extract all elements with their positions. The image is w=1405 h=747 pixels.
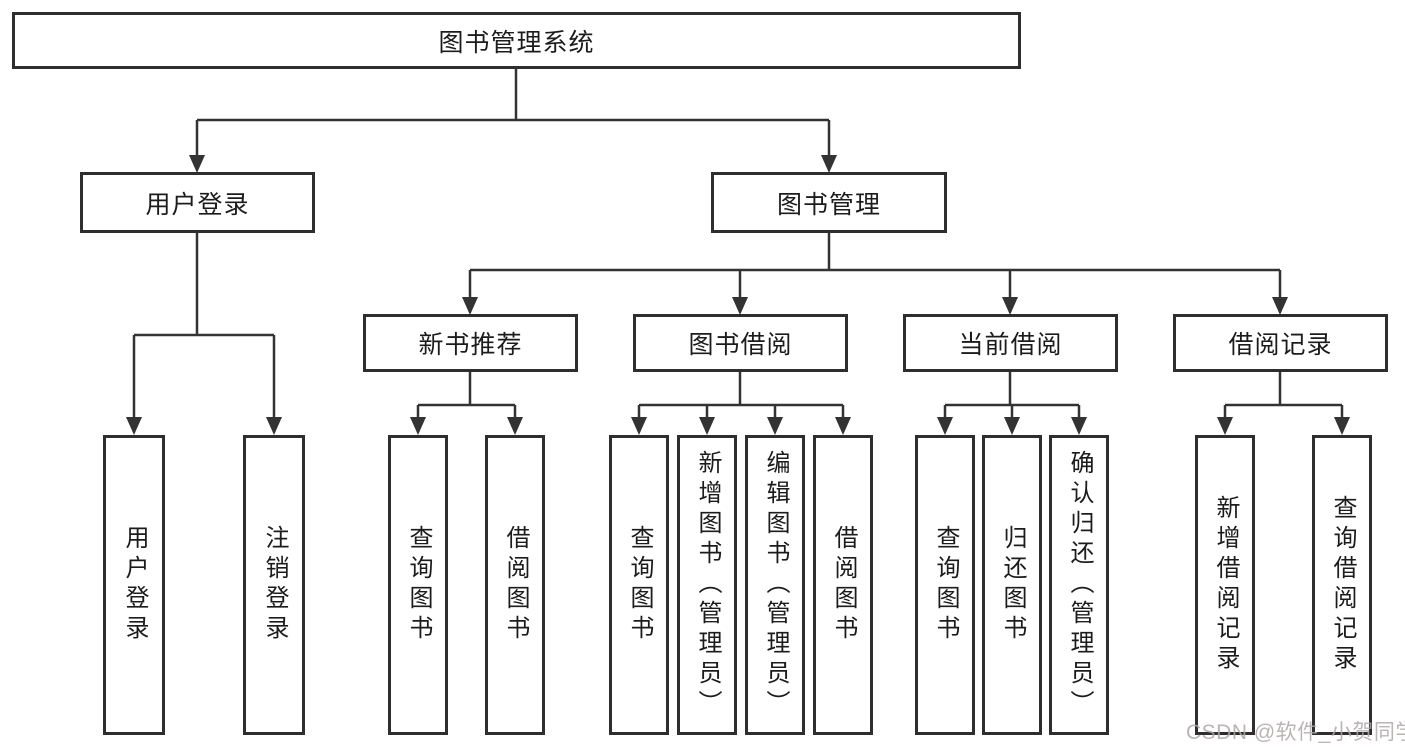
arrowhead	[732, 297, 748, 315]
node-leaf-cb-confirm-return-admin: 确认归还（管理员）	[1049, 435, 1109, 735]
arrowhead	[266, 417, 282, 435]
arrowhead	[410, 417, 426, 435]
node-leaf-rec-query-books: 查询图书	[388, 435, 448, 735]
arrowhead	[1334, 417, 1350, 435]
arrowhead	[631, 417, 647, 435]
arrowhead	[1004, 417, 1020, 435]
node-leaf-rec-borrow-books: 借阅图书	[485, 435, 545, 735]
node-book-management: 图书管理	[711, 172, 947, 233]
arrowhead	[126, 417, 142, 435]
node-leaf-br-query-record: 查询借阅记录	[1312, 435, 1372, 735]
node-leaf-bb-query-books: 查询图书	[609, 435, 669, 735]
node-root-library-system: 图书管理系统	[12, 12, 1021, 69]
connector-bookborrow-to-leaves	[637, 372, 845, 418]
node-leaf-bb-borrow-books: 借阅图书	[813, 435, 873, 735]
connector-userlogin-to-leaves	[132, 233, 276, 418]
node-borrowing-records: 借阅记录	[1173, 314, 1388, 372]
node-current-borrowing: 当前借阅	[903, 314, 1118, 372]
arrowhead	[835, 417, 851, 435]
node-leaf-logout: 注销登录	[243, 435, 305, 735]
connector-currentborrow-to-leaves	[943, 372, 1081, 418]
arrowhead	[699, 417, 715, 435]
arrowhead	[821, 155, 837, 173]
arrowhead	[1002, 297, 1018, 315]
connector-borrowrecords-to-leaves	[1223, 372, 1344, 418]
connector-newbookrec-to-leaves	[416, 372, 517, 418]
node-new-book-recommendation: 新书推荐	[363, 314, 578, 372]
node-user-login: 用户登录	[80, 172, 315, 233]
arrowhead	[1071, 417, 1087, 435]
arrowhead	[937, 417, 953, 435]
node-leaf-cb-query-books: 查询图书	[915, 435, 975, 735]
node-leaf-cb-return-books: 归还图书	[982, 435, 1042, 735]
node-book-borrowing: 图书借阅	[633, 314, 848, 372]
arrowhead	[189, 155, 205, 173]
node-leaf-bb-edit-books-admin: 编辑图书（管理员）	[745, 435, 805, 735]
arrowhead	[1217, 417, 1233, 435]
arrowhead	[767, 417, 783, 435]
node-leaf-br-add-record: 新增借阅记录	[1195, 435, 1255, 735]
connector-root-to-level2	[195, 69, 831, 156]
arrowhead	[507, 417, 523, 435]
connector-bookmgmt-to-level3	[468, 233, 1282, 298]
csdn-watermark: CSDN @软件_小贺同学	[1186, 721, 1405, 744]
node-leaf-bb-add-books-admin: 新增图书（管理员）	[677, 435, 737, 735]
node-leaf-user-login: 用户登录	[103, 435, 165, 735]
arrowhead	[1272, 297, 1288, 315]
arrowhead	[462, 297, 478, 315]
